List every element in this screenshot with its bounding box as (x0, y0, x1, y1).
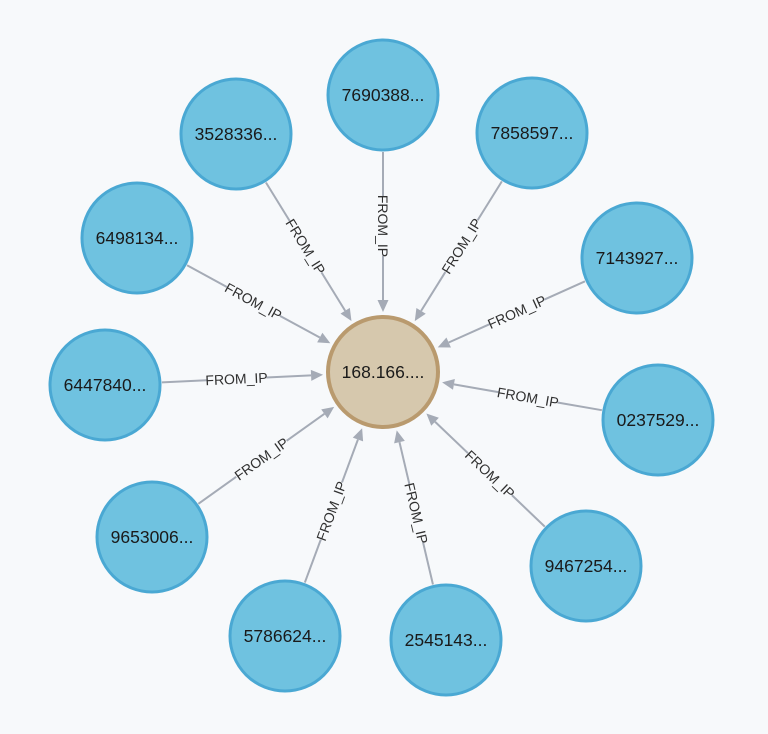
user-node[interactable]: 9653006... (95, 480, 209, 594)
edge-line-segment[interactable] (448, 323, 490, 344)
relationship-label: FROM_IP (222, 280, 284, 324)
edge-line-segment[interactable] (421, 541, 434, 585)
relationship-from-ip[interactable]: FROM_IP (161, 369, 324, 388)
arrowhead-icon (310, 369, 324, 381)
relationship-label: FROM_IP (205, 369, 268, 388)
edge-line-segment[interactable] (320, 271, 347, 312)
user-node-circle[interactable] (475, 76, 589, 190)
relationship-from-ip[interactable]: FROM_IP (375, 152, 391, 312)
edge-line-segment[interactable] (186, 264, 228, 288)
user-node-label: 3528336... (195, 124, 278, 144)
user-node-label: 0237529... (617, 410, 700, 430)
user-node-label: 6447840... (64, 375, 147, 395)
user-node[interactable]: 9467254... (529, 509, 643, 623)
user-node-circle[interactable] (580, 201, 694, 315)
user-node[interactable]: 5786624... (228, 579, 342, 693)
relationship-label: FROM_IP (496, 384, 560, 410)
edge-line-segment[interactable] (286, 413, 325, 442)
edge-line-segment[interactable] (453, 383, 499, 394)
user-node-circle[interactable] (179, 77, 293, 191)
relationship-from-ip[interactable]: FROM_IP (186, 264, 331, 344)
user-node[interactable]: 7858597... (475, 76, 589, 190)
user-node-circle[interactable] (228, 579, 342, 693)
arrowhead-icon (321, 406, 335, 419)
arrowhead-icon (437, 337, 451, 348)
user-node-circle[interactable] (601, 363, 715, 477)
nodes-layer: 7690388... 7858597... 7143927... 0237529...… (48, 38, 715, 697)
arrowhead-icon (317, 332, 331, 344)
arrowhead-icon (442, 378, 455, 390)
arrowhead-icon (352, 428, 364, 442)
relationship-from-ip[interactable]: FROM_IP (437, 280, 586, 348)
arrowhead-icon (340, 307, 352, 321)
edge-line-segment[interactable] (341, 439, 359, 483)
edge-line-segment[interactable] (543, 280, 586, 301)
edge-line-segment[interactable] (398, 441, 411, 486)
edge-line-segment[interactable] (161, 379, 207, 384)
user-node-circle[interactable] (389, 583, 503, 697)
relationship-from-ip[interactable]: FROM_IP (394, 430, 434, 585)
relationship-label: FROM_IP (313, 479, 350, 543)
edge-line-segment[interactable] (511, 494, 546, 528)
arrowhead-icon (414, 307, 426, 322)
edge-line-segment[interactable] (557, 401, 603, 412)
user-node[interactable]: 0237529... (601, 363, 715, 477)
relationship-label: FROM_IP (401, 481, 431, 545)
user-node[interactable]: 2545143... (389, 583, 503, 697)
user-node-label: 7690388... (342, 85, 425, 105)
edge-line-segment[interactable] (265, 181, 291, 222)
user-node-circle[interactable] (80, 181, 194, 295)
user-node-circle[interactable] (48, 328, 162, 442)
user-node[interactable]: 6447840... (48, 328, 162, 442)
relationship-label: FROM_IP (375, 195, 391, 257)
user-node-circle[interactable] (529, 509, 643, 623)
relationship-label: FROM_IP (438, 215, 485, 276)
user-node[interactable]: 6498134... (80, 181, 194, 295)
relationship-from-ip[interactable]: FROM_IP (303, 428, 364, 583)
relationship-from-ip[interactable]: FROM_IP (442, 378, 603, 412)
user-node-label: 6498134... (96, 228, 179, 248)
user-node[interactable]: 3528336... (179, 77, 293, 191)
arrowhead-icon (377, 300, 389, 312)
relationship-label: FROM_IP (231, 434, 291, 483)
relationship-label: FROM_IP (282, 216, 328, 277)
user-node-label: 9653006... (111, 527, 194, 547)
arrowhead-icon (394, 430, 405, 444)
relationship-from-ip[interactable]: FROM_IP (265, 181, 352, 321)
edge-line-segment[interactable] (476, 180, 503, 221)
user-node-circle[interactable] (326, 38, 440, 152)
edge-line-segment[interactable] (197, 476, 237, 505)
user-node-label: 7858597... (491, 123, 574, 143)
user-node-label: 9467254... (545, 556, 628, 576)
user-node-circle[interactable] (95, 480, 209, 594)
relationship-label: FROM_IP (462, 447, 518, 502)
edge-line-segment[interactable] (434, 421, 469, 454)
ip-node-label: 168.166.... (342, 362, 425, 382)
relationship-from-ip[interactable]: FROM_IP (197, 406, 335, 505)
relationship-label: FROM_IP (485, 292, 548, 332)
relationship-from-ip[interactable]: FROM_IP (414, 180, 503, 322)
edge-line-segment[interactable] (266, 374, 312, 379)
ip-node-circle[interactable] (326, 315, 440, 429)
user-node[interactable]: 7143927... (580, 201, 694, 315)
edge-line-segment[interactable] (420, 271, 447, 312)
user-node-label: 2545143... (405, 630, 488, 650)
edge-line-segment[interactable] (303, 539, 322, 583)
user-node-label: 7143927... (596, 248, 679, 268)
edge-line-segment[interactable] (279, 314, 321, 339)
relationship-from-ip[interactable]: FROM_IP (426, 413, 546, 528)
arrowhead-icon (426, 413, 439, 426)
ip-node[interactable]: 168.166.... (326, 315, 440, 429)
user-node-label: 5786624... (244, 626, 327, 646)
user-node[interactable]: 7690388... (326, 38, 440, 152)
